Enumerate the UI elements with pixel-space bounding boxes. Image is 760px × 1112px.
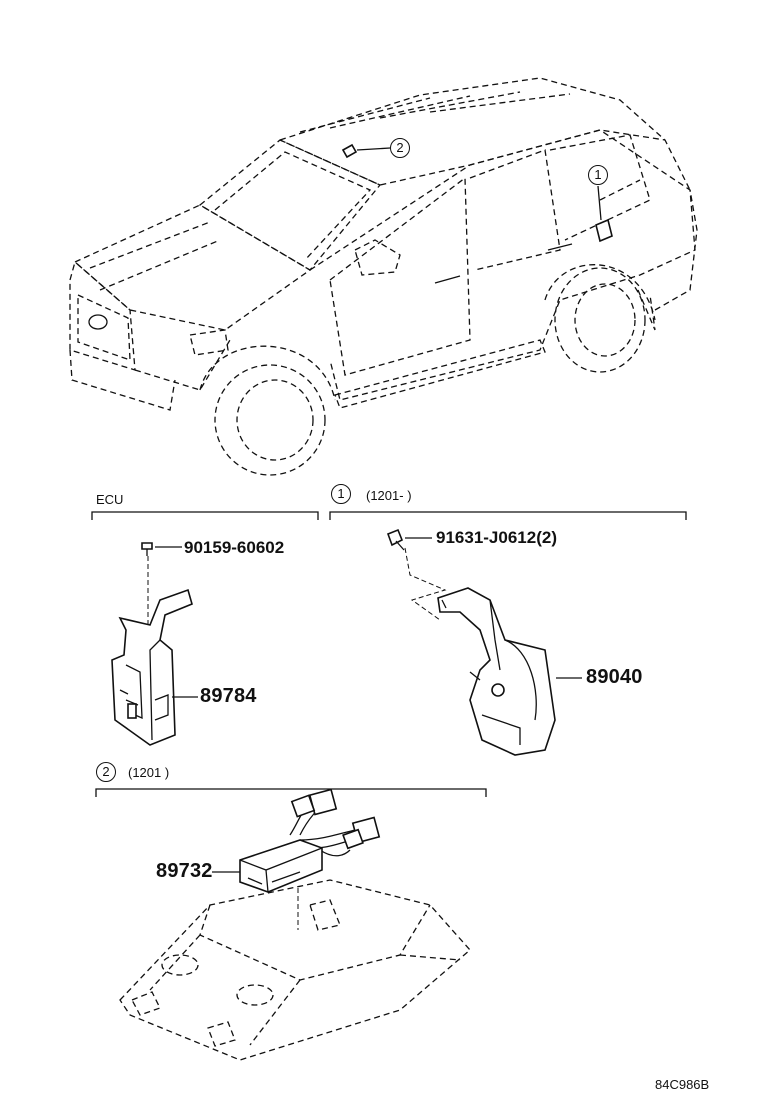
part-number-91631-J0612[interactable]: 91631-J0612(2) [436, 528, 557, 547]
vehicle-callout-1[interactable]: 1 [588, 165, 608, 185]
group1-date-range: (1201- ) [366, 488, 412, 503]
group1-section-bracket [329, 511, 687, 520]
part-89732-illustration [239, 788, 381, 893]
screw-91631-illustration [386, 528, 405, 551]
group2-callout[interactable]: 2 [96, 762, 116, 782]
part-number-89040[interactable]: 89040 [586, 666, 643, 688]
diagram-code: 84C986B [655, 1077, 710, 1092]
part-number-89784[interactable]: 89784 [200, 685, 257, 707]
group2-section-bracket [95, 788, 487, 797]
group1-callout[interactable]: 1 [331, 484, 351, 504]
ecu-section-bracket [91, 511, 319, 520]
part-number-90159-60602[interactable]: 90159-60602 [184, 538, 285, 557]
vehicle-illustration [69, 77, 698, 476]
part-89784-illustration [111, 556, 193, 746]
part-89040-illustration [404, 547, 556, 756]
bolt-90159-illustration [141, 542, 153, 556]
ecu-section-title: ECU [96, 492, 124, 507]
overhead-console-illustration [119, 879, 471, 1061]
group2-date-range: (1201 ) [128, 765, 170, 780]
vehicle-callout-2[interactable]: 2 [390, 138, 410, 158]
part-number-89732[interactable]: 89732 [156, 860, 213, 882]
